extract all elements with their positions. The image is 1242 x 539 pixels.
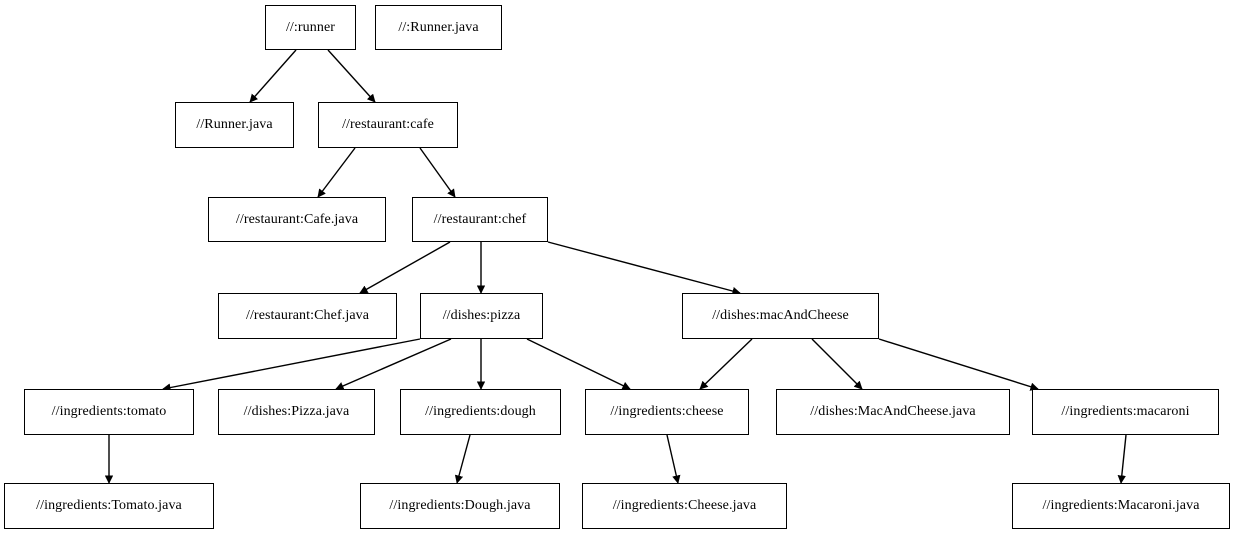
graph-node-label: //dishes:macAndCheese	[712, 308, 849, 323]
graph-node-label: //:runner	[285, 19, 336, 35]
graph-node-label: //dishes:MacAndCheese.java	[810, 404, 976, 419]
graph-node-label: //ingredients:Cheese.java	[612, 498, 757, 513]
graph-node-label: //ingredients:Macaroni.java	[1042, 498, 1200, 513]
graph-node-restaurant_cafe[interactable]: //restaurant:cafe	[318, 102, 458, 148]
graph-node-chef_java[interactable]: //restaurant:Chef.java	[218, 293, 397, 339]
graph-node-label: //dishes:Pizza.java	[243, 404, 350, 419]
graph-node-dishes_pizza[interactable]: //dishes:pizza	[420, 293, 543, 339]
graph-node-label: //restaurant:Cafe.java	[235, 211, 359, 227]
graph-node-label: //Runner.java	[196, 117, 273, 132]
graph-node-dishes_mac[interactable]: //dishes:macAndCheese	[682, 293, 879, 339]
graph-node-label: //dishes:pizza	[442, 308, 521, 323]
graph-node-label: //ingredients:macaroni	[1061, 404, 1190, 419]
graph-node-label: //:Runner.java	[398, 19, 479, 35]
graph-node-label: //restaurant:Chef.java	[245, 308, 370, 323]
graph-node-root_runner_java[interactable]: //:Runner.java	[375, 5, 502, 50]
graph-node-label: //restaurant:chef	[433, 211, 527, 227]
graph-node-label: //ingredients:tomato	[51, 404, 167, 419]
graph-node-macaroni_java[interactable]: //ingredients:Macaroni.java	[1012, 483, 1230, 529]
graph-node-ing_tomato[interactable]: //ingredients:tomato	[24, 389, 194, 435]
graph-node-pizza_java[interactable]: //dishes:Pizza.java	[218, 389, 375, 435]
graph-node-cafe_java[interactable]: //restaurant:Cafe.java	[208, 197, 386, 242]
graph-node-dough_java[interactable]: //ingredients:Dough.java	[360, 483, 560, 529]
graph-node-runner[interactable]: //:runner	[265, 5, 356, 50]
graph-node-label: //ingredients:Tomato.java	[36, 498, 182, 513]
graph-node-ing_dough[interactable]: //ingredients:dough	[400, 389, 561, 435]
graph-node-ing_macaroni[interactable]: //ingredients:macaroni	[1032, 389, 1219, 435]
graph-node-restaurant_chef[interactable]: //restaurant:chef	[412, 197, 548, 242]
graph-node-label: //ingredients:Dough.java	[389, 498, 531, 513]
graph-node-tomato_java[interactable]: //ingredients:Tomato.java	[4, 483, 214, 529]
graph-node-cheese_java[interactable]: //ingredients:Cheese.java	[582, 483, 787, 529]
graph-node-label: //ingredients:cheese	[610, 404, 724, 419]
graph-node-ing_cheese[interactable]: //ingredients:cheese	[585, 389, 749, 435]
graph-node-runner_java[interactable]: //Runner.java	[175, 102, 294, 148]
graph-node-mac_java[interactable]: //dishes:MacAndCheese.java	[776, 389, 1010, 435]
graph-node-label: //restaurant:cafe	[342, 117, 434, 132]
graph-node-label: //ingredients:dough	[425, 404, 536, 419]
